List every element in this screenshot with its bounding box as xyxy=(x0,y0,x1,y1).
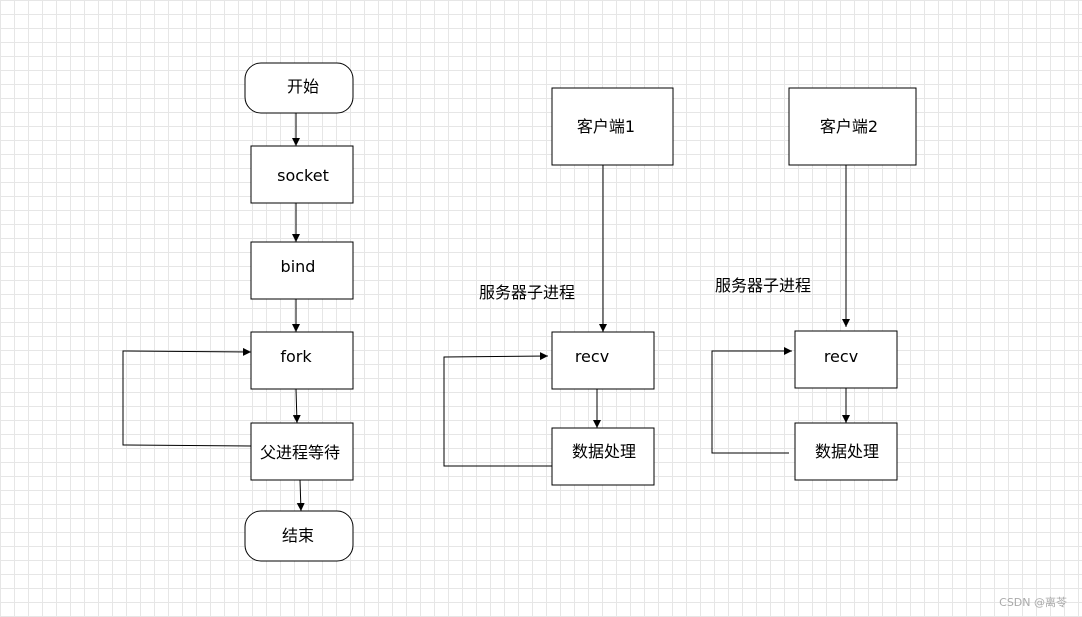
edge-loop-process1-recv1 xyxy=(443,352,552,467)
node-client2: 客户端2 xyxy=(788,87,917,166)
subprocess2-label: 服务器子进程 xyxy=(715,276,811,295)
subprocess1-label: 服务器子进程 xyxy=(479,283,575,302)
node-process2-label: 数据处理 xyxy=(815,442,879,461)
node-bind: bind xyxy=(250,241,354,300)
node-bind-label: bind xyxy=(281,257,316,276)
node-process2: 数据处理 xyxy=(794,422,898,481)
node-client1: 客户端1 xyxy=(551,87,674,166)
node-process1-label: 数据处理 xyxy=(572,442,636,461)
node-fork: fork xyxy=(250,331,354,390)
node-parent-wait: 父进程等待 xyxy=(250,422,354,481)
node-end: 结束 xyxy=(244,510,354,562)
node-recv2-label: recv xyxy=(824,347,858,366)
node-start-label: 开始 xyxy=(287,77,319,96)
edge-fork-wait xyxy=(292,388,301,424)
node-recv1: recv xyxy=(551,331,655,390)
node-process1: 数据处理 xyxy=(551,427,655,486)
node-parent-wait-label: 父进程等待 xyxy=(260,443,340,462)
node-client1-label: 客户端1 xyxy=(577,117,635,136)
edge-wait-end xyxy=(296,479,305,512)
node-client2-label: 客户端2 xyxy=(820,117,878,136)
node-end-label: 结束 xyxy=(282,526,314,545)
node-start: 开始 xyxy=(244,62,354,114)
node-recv2: recv xyxy=(794,330,898,389)
watermark-text: CSDN @离苓 xyxy=(999,595,1067,609)
edge-loop-process2-recv2 xyxy=(711,347,792,454)
node-socket: socket xyxy=(250,145,354,204)
node-socket-label: socket xyxy=(277,166,329,185)
node-fork-label: fork xyxy=(280,347,312,366)
edge-loop-wait-fork xyxy=(122,347,252,447)
node-recv1-label: recv xyxy=(575,347,609,366)
